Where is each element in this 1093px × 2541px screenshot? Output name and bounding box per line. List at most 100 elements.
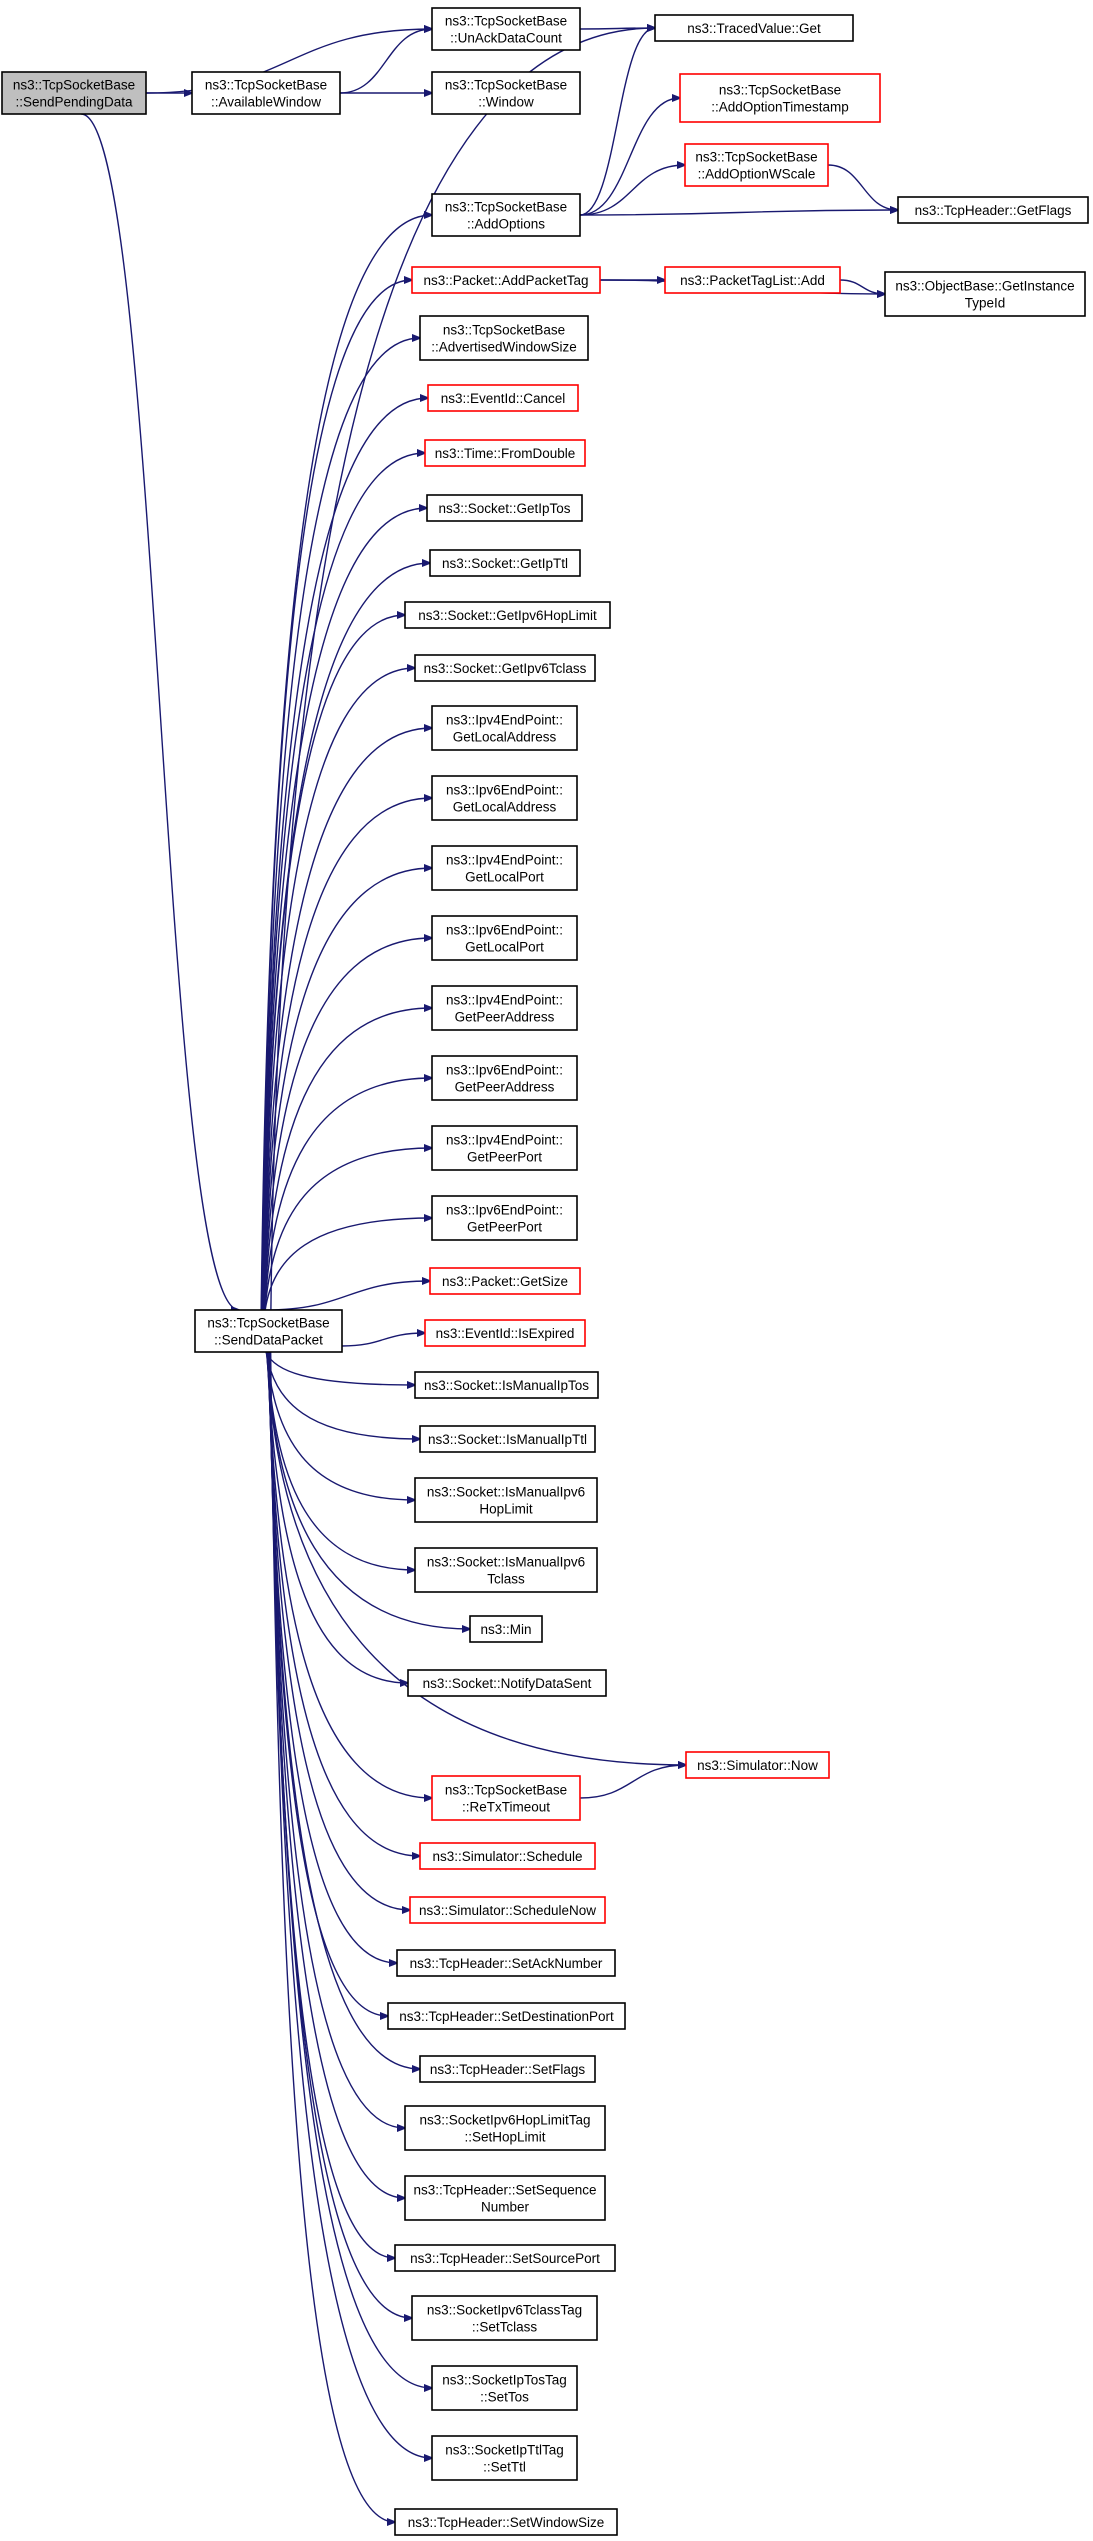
- node-box: [431, 915, 578, 961]
- node-label: ns3::Packet::AddPacketTag: [423, 273, 588, 288]
- node-stos[interactable]: ns3::SocketIpTosTag::SetTos: [431, 2365, 578, 2411]
- node-e6glp[interactable]: ns3::Ipv6EndPoint::GetLocalPort: [431, 915, 578, 961]
- node-label: ns3::EventId::IsExpired: [436, 1326, 575, 1341]
- edge-sdp-to-eiie: [341, 1333, 425, 1347]
- edge-sdp-to-eic: [261, 398, 428, 1311]
- node-tvg[interactable]: ns3::TracedValue::Get: [654, 14, 854, 42]
- node-pgs[interactable]: ns3::Packet::GetSize: [429, 1267, 581, 1295]
- node-aws[interactable]: ns3::TcpSocketBase::AdvertisedWindowSize: [419, 315, 589, 361]
- edge-ao-to-tvg: [579, 28, 655, 216]
- node-label: ns3::Time::FromDouble: [435, 446, 576, 461]
- node-apt[interactable]: ns3::Packet::AddPacketTag: [411, 266, 601, 294]
- node-eic[interactable]: ns3::EventId::Cancel: [427, 384, 579, 412]
- node-box: [411, 266, 601, 294]
- edge-sdp-to-apt: [260, 280, 412, 1311]
- node-box: [396, 1949, 616, 1977]
- node-min[interactable]: ns3::Min: [469, 1615, 543, 1643]
- node-label: ::SetTos: [480, 2390, 529, 2405]
- node-simt[interactable]: ns3::Socket::IsManualIpTos: [414, 1371, 599, 1399]
- node-box: [414, 654, 596, 682]
- node-box: [419, 1842, 596, 1870]
- node-label: TypeId: [965, 296, 1006, 311]
- node-shl[interactable]: ns3::SocketIpv6HopLimitTag::SetHopLimit: [404, 2105, 606, 2151]
- node-sgi6tc[interactable]: ns3::Socket::GetIpv6Tclass: [414, 654, 596, 682]
- node-sttl[interactable]: ns3::SocketIpTtlTag::SetTtl: [431, 2435, 578, 2481]
- node-eiie[interactable]: ns3::EventId::IsExpired: [424, 1319, 586, 1347]
- edge-sdp-to-sgi6hl: [262, 615, 405, 1311]
- node-e6gla[interactable]: ns3::Ipv6EndPoint::GetLocalAddress: [431, 775, 578, 821]
- node-simttl[interactable]: ns3::Socket::IsManualIpTtl: [419, 1425, 596, 1453]
- node-sgit[interactable]: ns3::Socket::GetIpTos: [426, 494, 583, 522]
- node-rto[interactable]: ns3::TcpSocketBase::ReTxTimeout: [431, 1775, 581, 1821]
- node-label: GetLocalPort: [465, 870, 544, 885]
- node-box: [685, 1751, 830, 1779]
- node-label: GetPeerAddress: [455, 1010, 555, 1025]
- node-uadc[interactable]: ns3::TcpSocketBase::UnAckDataCount: [431, 7, 581, 51]
- node-e4gpa[interactable]: ns3::Ipv4EndPoint::GetPeerAddress: [431, 985, 578, 1031]
- node-label: ns3::TcpHeader::SetDestinationPort: [399, 2009, 614, 2024]
- node-win[interactable]: ns3::TcpSocketBase::Window: [431, 71, 581, 115]
- node-e4glp[interactable]: ns3::Ipv4EndPoint::GetLocalPort: [431, 845, 578, 891]
- node-e6gpa[interactable]: ns3::Ipv6EndPoint::GetPeerAddress: [431, 1055, 578, 1101]
- node-e6gpp[interactable]: ns3::Ipv6EndPoint::GetPeerPort: [431, 1195, 578, 1241]
- node-snds[interactable]: ns3::Socket::NotifyDataSent: [407, 1669, 607, 1697]
- node-label: GetLocalAddress: [453, 730, 557, 745]
- node-label: ns3::Ipv6EndPoint::: [446, 923, 563, 938]
- node-label: ns3::Socket::NotifyDataSent: [423, 1676, 592, 1691]
- node-label: ns3::SocketIpTtlTag: [445, 2443, 564, 2458]
- node-aot[interactable]: ns3::TcpSocketBase::AddOptionTimestamp: [679, 73, 881, 123]
- node-e4gla[interactable]: ns3::Ipv4EndPoint::GetLocalAddress: [431, 705, 578, 751]
- node-box: [194, 1309, 343, 1353]
- node-thsdp[interactable]: ns3::TcpHeader::SetDestinationPort: [387, 2002, 626, 2030]
- node-aow[interactable]: ns3::TcpSocketBase::AddOptionWScale: [684, 143, 829, 187]
- node-box: [191, 71, 341, 115]
- node-label: ns3::TracedValue::Get: [687, 21, 821, 36]
- node-label: ns3::SocketIpv6HopLimitTag: [419, 2113, 590, 2128]
- node-stc[interactable]: ns3::SocketIpv6TclassTag::SetTclass: [411, 2295, 598, 2341]
- node-e4gpp[interactable]: ns3::Ipv4EndPoint::GetPeerPort: [431, 1125, 578, 1171]
- node-sdp[interactable]: ns3::TcpSocketBase::SendDataPacket: [194, 1309, 343, 1353]
- edge-sdp-to-e4gla: [262, 728, 432, 1311]
- node-thssp[interactable]: ns3::TcpHeader::SetSourcePort: [394, 2244, 616, 2272]
- node-ao[interactable]: ns3::TcpSocketBase::AddOptions: [431, 193, 581, 237]
- node-thgf[interactable]: ns3::TcpHeader::GetFlags: [897, 196, 1089, 224]
- node-label: ns3::TcpSocketBase: [445, 14, 567, 29]
- node-tfd[interactable]: ns3::Time::FromDouble: [424, 439, 586, 467]
- edge-sdp-to-e4gpp: [264, 1148, 432, 1311]
- node-spd[interactable]: ns3::TcpSocketBase::SendPendingData: [1, 71, 147, 115]
- node-box: [404, 601, 611, 629]
- node-label: ::AddOptions: [467, 217, 545, 232]
- node-sgittl[interactable]: ns3::Socket::GetIpTtl: [429, 549, 581, 577]
- edge-sdp-to-aws: [260, 338, 420, 1311]
- node-label: ::ReTxTimeout: [462, 1800, 550, 1815]
- node-box: [409, 1896, 606, 1924]
- node-thsan[interactable]: ns3::TcpHeader::SetAckNumber: [396, 1949, 616, 1977]
- edge-sdp-to-e4gpa: [263, 1008, 432, 1311]
- node-thsf[interactable]: ns3::TcpHeader::SetFlags: [419, 2055, 596, 2083]
- node-schn[interactable]: ns3::Simulator::ScheduleNow: [409, 1896, 606, 1924]
- node-label: ns3::Ipv6EndPoint::: [446, 1203, 563, 1218]
- edge-sdp-to-simt: [265, 1351, 415, 1385]
- node-label: ns3::TcpSocketBase: [443, 323, 565, 338]
- node-label: ns3::TcpSocketBase: [445, 200, 567, 215]
- node-box: [664, 266, 841, 294]
- node-thsws[interactable]: ns3::TcpHeader::SetWindowSize: [394, 2508, 618, 2536]
- node-box: [431, 705, 578, 751]
- edge-sdp-to-tfd: [261, 453, 425, 1311]
- node-box: [431, 985, 578, 1031]
- node-label: ns3::Socket::GetIpv6Tclass: [424, 661, 587, 676]
- node-sgi6hl[interactable]: ns3::Socket::GetIpv6HopLimit: [404, 601, 611, 629]
- node-box: [431, 2365, 578, 2411]
- node-ptla[interactable]: ns3::PacketTagList::Add: [664, 266, 841, 294]
- node-label: ns3::TcpSocketBase: [205, 78, 327, 93]
- node-box: [404, 2175, 606, 2221]
- node-aw[interactable]: ns3::TcpSocketBase::AvailableWindow: [191, 71, 341, 115]
- node-sch[interactable]: ns3::Simulator::Schedule: [419, 1842, 596, 1870]
- node-label: ::UnAckDataCount: [450, 31, 562, 46]
- node-now[interactable]: ns3::Simulator::Now: [685, 1751, 830, 1779]
